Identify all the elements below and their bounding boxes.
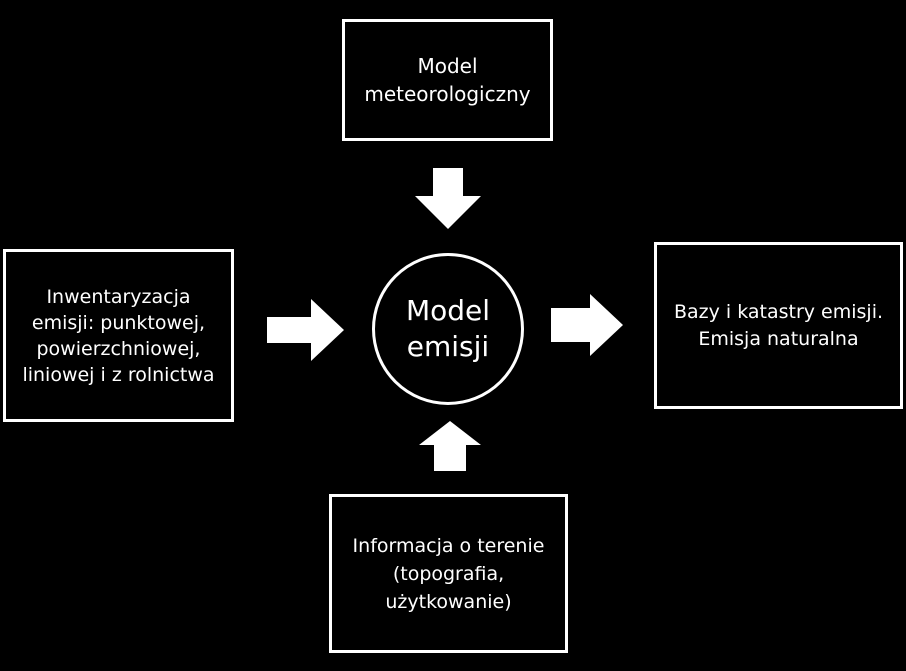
emission-inventory-box: Inwentaryzacja emisji: punktowej, powier… <box>3 249 234 422</box>
arrow-center-right <box>551 294 623 356</box>
terrain-information-box: Informacja o terenie (topografia, użytko… <box>329 494 568 653</box>
emission-model-label: Model emisji <box>405 294 491 363</box>
meteorological-model-box: Model meteorologiczny <box>342 19 553 141</box>
arrow-left-right <box>267 299 344 361</box>
emission-databases-label: Bazy i katastry emisji. Emisja naturalna <box>673 300 884 350</box>
emission-inventory-label: Inwentaryzacja emisji: punktowej, powier… <box>22 285 215 386</box>
meteorological-model-label: Model meteorologiczny <box>364 54 531 106</box>
arrow-bottom-up <box>419 421 481 471</box>
emission-model-circle: Model emisji <box>372 253 524 405</box>
arrow-top-down <box>415 168 481 229</box>
emission-databases-box: Bazy i katastry emisji. Emisja naturalna <box>654 242 903 409</box>
terrain-information-label: Informacja o terenie (topografia, użytko… <box>352 534 545 613</box>
